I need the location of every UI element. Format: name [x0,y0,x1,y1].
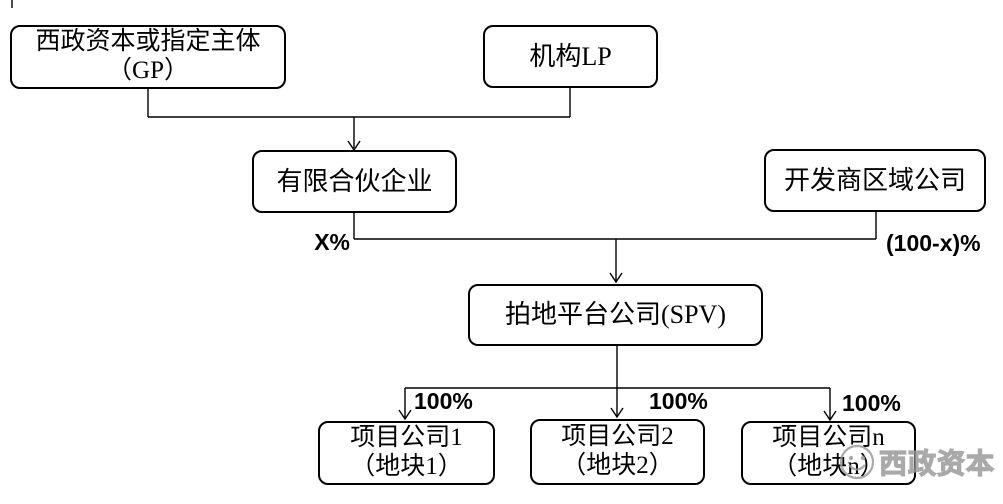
node-lp: 机构LP [483,25,658,88]
node-gp-line2: （GP） [107,57,189,84]
node-project-company-2: 项目公司2 （地块2） [530,419,705,485]
node-limited-partnership: 有限合伙企业 [252,150,457,213]
edge-label-100-percent-projectn: 100% [842,390,901,416]
node-spv-platform: 拍地平台公司(SPV) [468,284,763,346]
edge-label-x-percent: X% [314,229,350,255]
node-project-company-n: 项目公司n （地块n） [741,421,916,485]
node-projectn-line2: （地块n） [772,453,885,480]
node-project2-line1: 项目公司2 [561,423,674,451]
node-gp: 西政资本或指定主体 （GP） [10,25,286,89]
edge-label-100-percent-project2: 100% [649,388,708,414]
node-project1-line2: （地块1） [350,453,463,480]
edge-label-100-minus-x-percent: (100-x)% [886,230,981,256]
node-project2-line2: （地块2） [561,452,674,479]
node-gp-line1: 西政资本或指定主体 [35,28,261,56]
node-spv-label: 拍地平台公司(SPV) [504,300,726,330]
edge-label-100-percent-project1: 100% [414,388,473,414]
node-projectn-line1: 项目公司n [772,424,885,452]
node-developer-regional-company: 开发商区域公司 [764,149,986,212]
node-limited-partnership-label: 有限合伙企业 [276,166,433,196]
node-developer-label: 开发商区域公司 [783,165,966,195]
node-project1-line1: 项目公司1 [350,424,463,452]
node-project-company-1: 项目公司1 （地块1） [318,421,495,485]
node-lp-label: 机构LP [529,41,612,71]
